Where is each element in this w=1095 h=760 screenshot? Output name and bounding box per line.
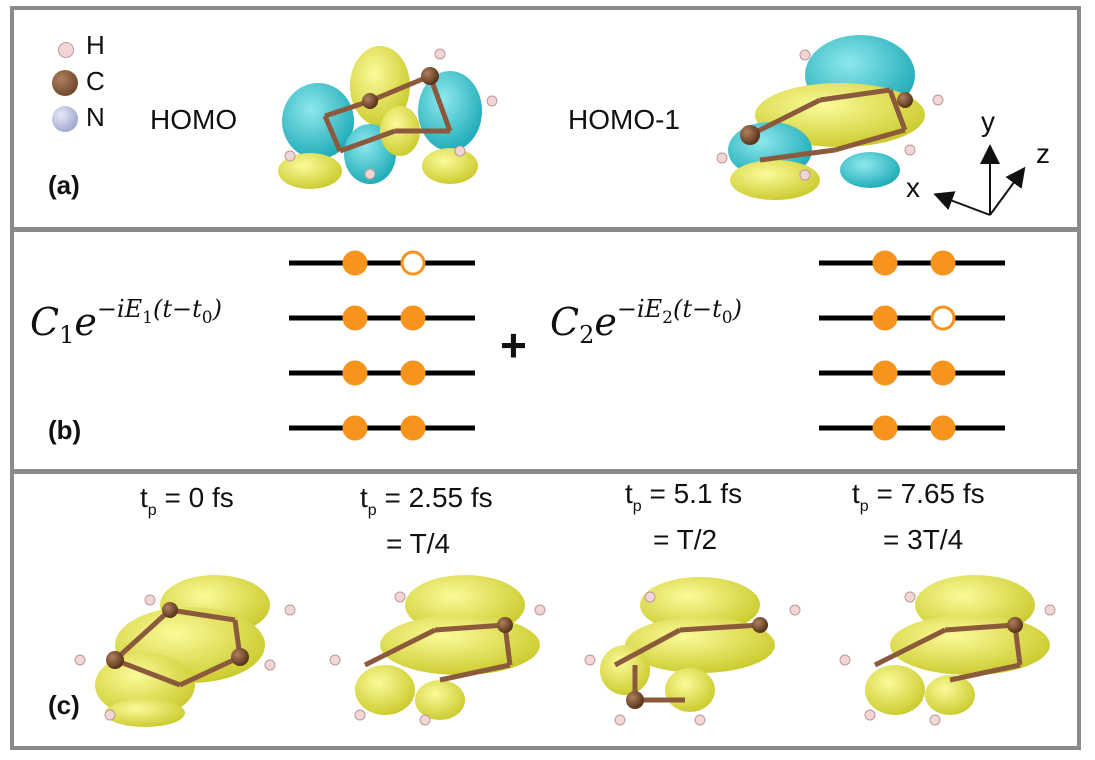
snapshot-2-value: = 2.55 fs (376, 482, 493, 513)
left-level-3-electron-1 (342, 360, 368, 386)
right-level-4-electron-2 (930, 415, 956, 441)
term1-expression: C1e−iE1(t−t0) (30, 295, 222, 349)
homo-1-orbital-image (716, 35, 944, 200)
axes-icon (933, 144, 1026, 216)
term1-base: e (74, 300, 97, 344)
axis-y-label: y (981, 106, 995, 137)
hydrogen-legend-icon (58, 42, 74, 58)
term2-coef: C (550, 300, 580, 344)
snapshot-3-t: t (625, 478, 633, 509)
right-level-2-hole-2 (930, 305, 956, 331)
right-level-1-electron-1 (872, 250, 898, 276)
right-level-3-electron-2 (930, 360, 956, 386)
term1-coef: C (30, 300, 60, 344)
term1-exp-close: ) (212, 295, 222, 323)
right-level-4-electron-1 (872, 415, 898, 441)
snapshot-4-t: t (852, 478, 860, 509)
snapshot-3-period: = T/2 (653, 524, 718, 555)
term1-exp-tail: (t−t (153, 295, 202, 323)
left-level-4-electron-2 (400, 415, 426, 441)
term2-coef-sub: 2 (579, 321, 595, 349)
panel-a-label: (a) (48, 170, 80, 200)
left-level-3-electron-2 (400, 360, 426, 386)
term1-exp: −iE (96, 295, 143, 323)
snapshot-2-time: tp = 2.55 fs (360, 482, 493, 520)
snapshot-2-density-image (329, 575, 546, 726)
plus-sign: + (500, 319, 527, 371)
panel-c-label: (c) (48, 690, 80, 720)
carbon-legend-icon (52, 70, 78, 96)
term1-exp-tail-sub: 0 (201, 308, 213, 328)
legend-c-label: C (86, 66, 105, 96)
snapshot-1-density-image (74, 575, 296, 727)
axis-z-label: z (1036, 138, 1050, 169)
panel-b (10, 228, 1081, 473)
legend-n-label: N (86, 102, 105, 132)
energy-levels-right (819, 250, 1005, 441)
snapshot-3-time: tp = 5.1 fs (625, 478, 742, 516)
snapshot-4-period: = 3T/4 (883, 524, 964, 555)
axis-x-label: x (906, 172, 920, 203)
snapshot-4-density-image (839, 575, 1056, 726)
term2-exp-close: ) (732, 295, 742, 323)
snapshot-1-value: = 0 fs (156, 482, 234, 513)
snapshot-4-t-sub: p (859, 498, 869, 515)
right-level-2-electron-1 (872, 305, 898, 331)
term2-expression: C2e−iE2(t−t0) (550, 295, 742, 349)
left-level-1-hole-2 (400, 250, 426, 276)
snapshot-1-time: tp = 0 fs (140, 482, 234, 520)
term1-coef-sub: 1 (59, 321, 75, 349)
homo-label: HOMO (150, 104, 238, 135)
left-level-2-electron-2 (400, 305, 426, 331)
left-level-4-electron-1 (342, 415, 368, 441)
term2-exp-tail-sub: 0 (721, 308, 733, 328)
legend-h-label: H (86, 30, 105, 60)
right-level-3-electron-1 (872, 360, 898, 386)
snapshot-3-t-sub: p (632, 498, 642, 515)
nitrogen-legend-icon (52, 106, 78, 132)
left-level-2-electron-1 (342, 305, 368, 331)
homo-orbital-image (278, 46, 498, 189)
homo-1-label: HOMO-1 (568, 104, 680, 135)
snapshot-2-t-sub: p (367, 502, 377, 519)
snapshot-2-t: t (360, 482, 368, 513)
snapshot-1-t-sub: p (147, 502, 157, 519)
right-level-1-electron-2 (930, 250, 956, 276)
energy-levels-left (289, 250, 475, 441)
snapshot-1-t: t (140, 482, 148, 513)
term1-exp-sub: 1 (142, 308, 153, 328)
term2-exp-sub: 2 (662, 308, 673, 328)
snapshot-4-value: = 7.65 fs (868, 478, 985, 509)
snapshot-3-value: = 5.1 fs (641, 478, 743, 509)
snapshot-4-time: tp = 7.65 fs (852, 478, 985, 516)
panel-b-label: (b) (48, 415, 82, 445)
term2-exp-tail: (t−t (673, 295, 722, 323)
term2-exp: −iE (616, 295, 663, 323)
snapshot-2-period: = T/4 (386, 528, 451, 559)
snapshot-3-density-image (584, 577, 801, 726)
term2-base: e (594, 300, 617, 344)
left-level-1-electron-1 (342, 250, 368, 276)
